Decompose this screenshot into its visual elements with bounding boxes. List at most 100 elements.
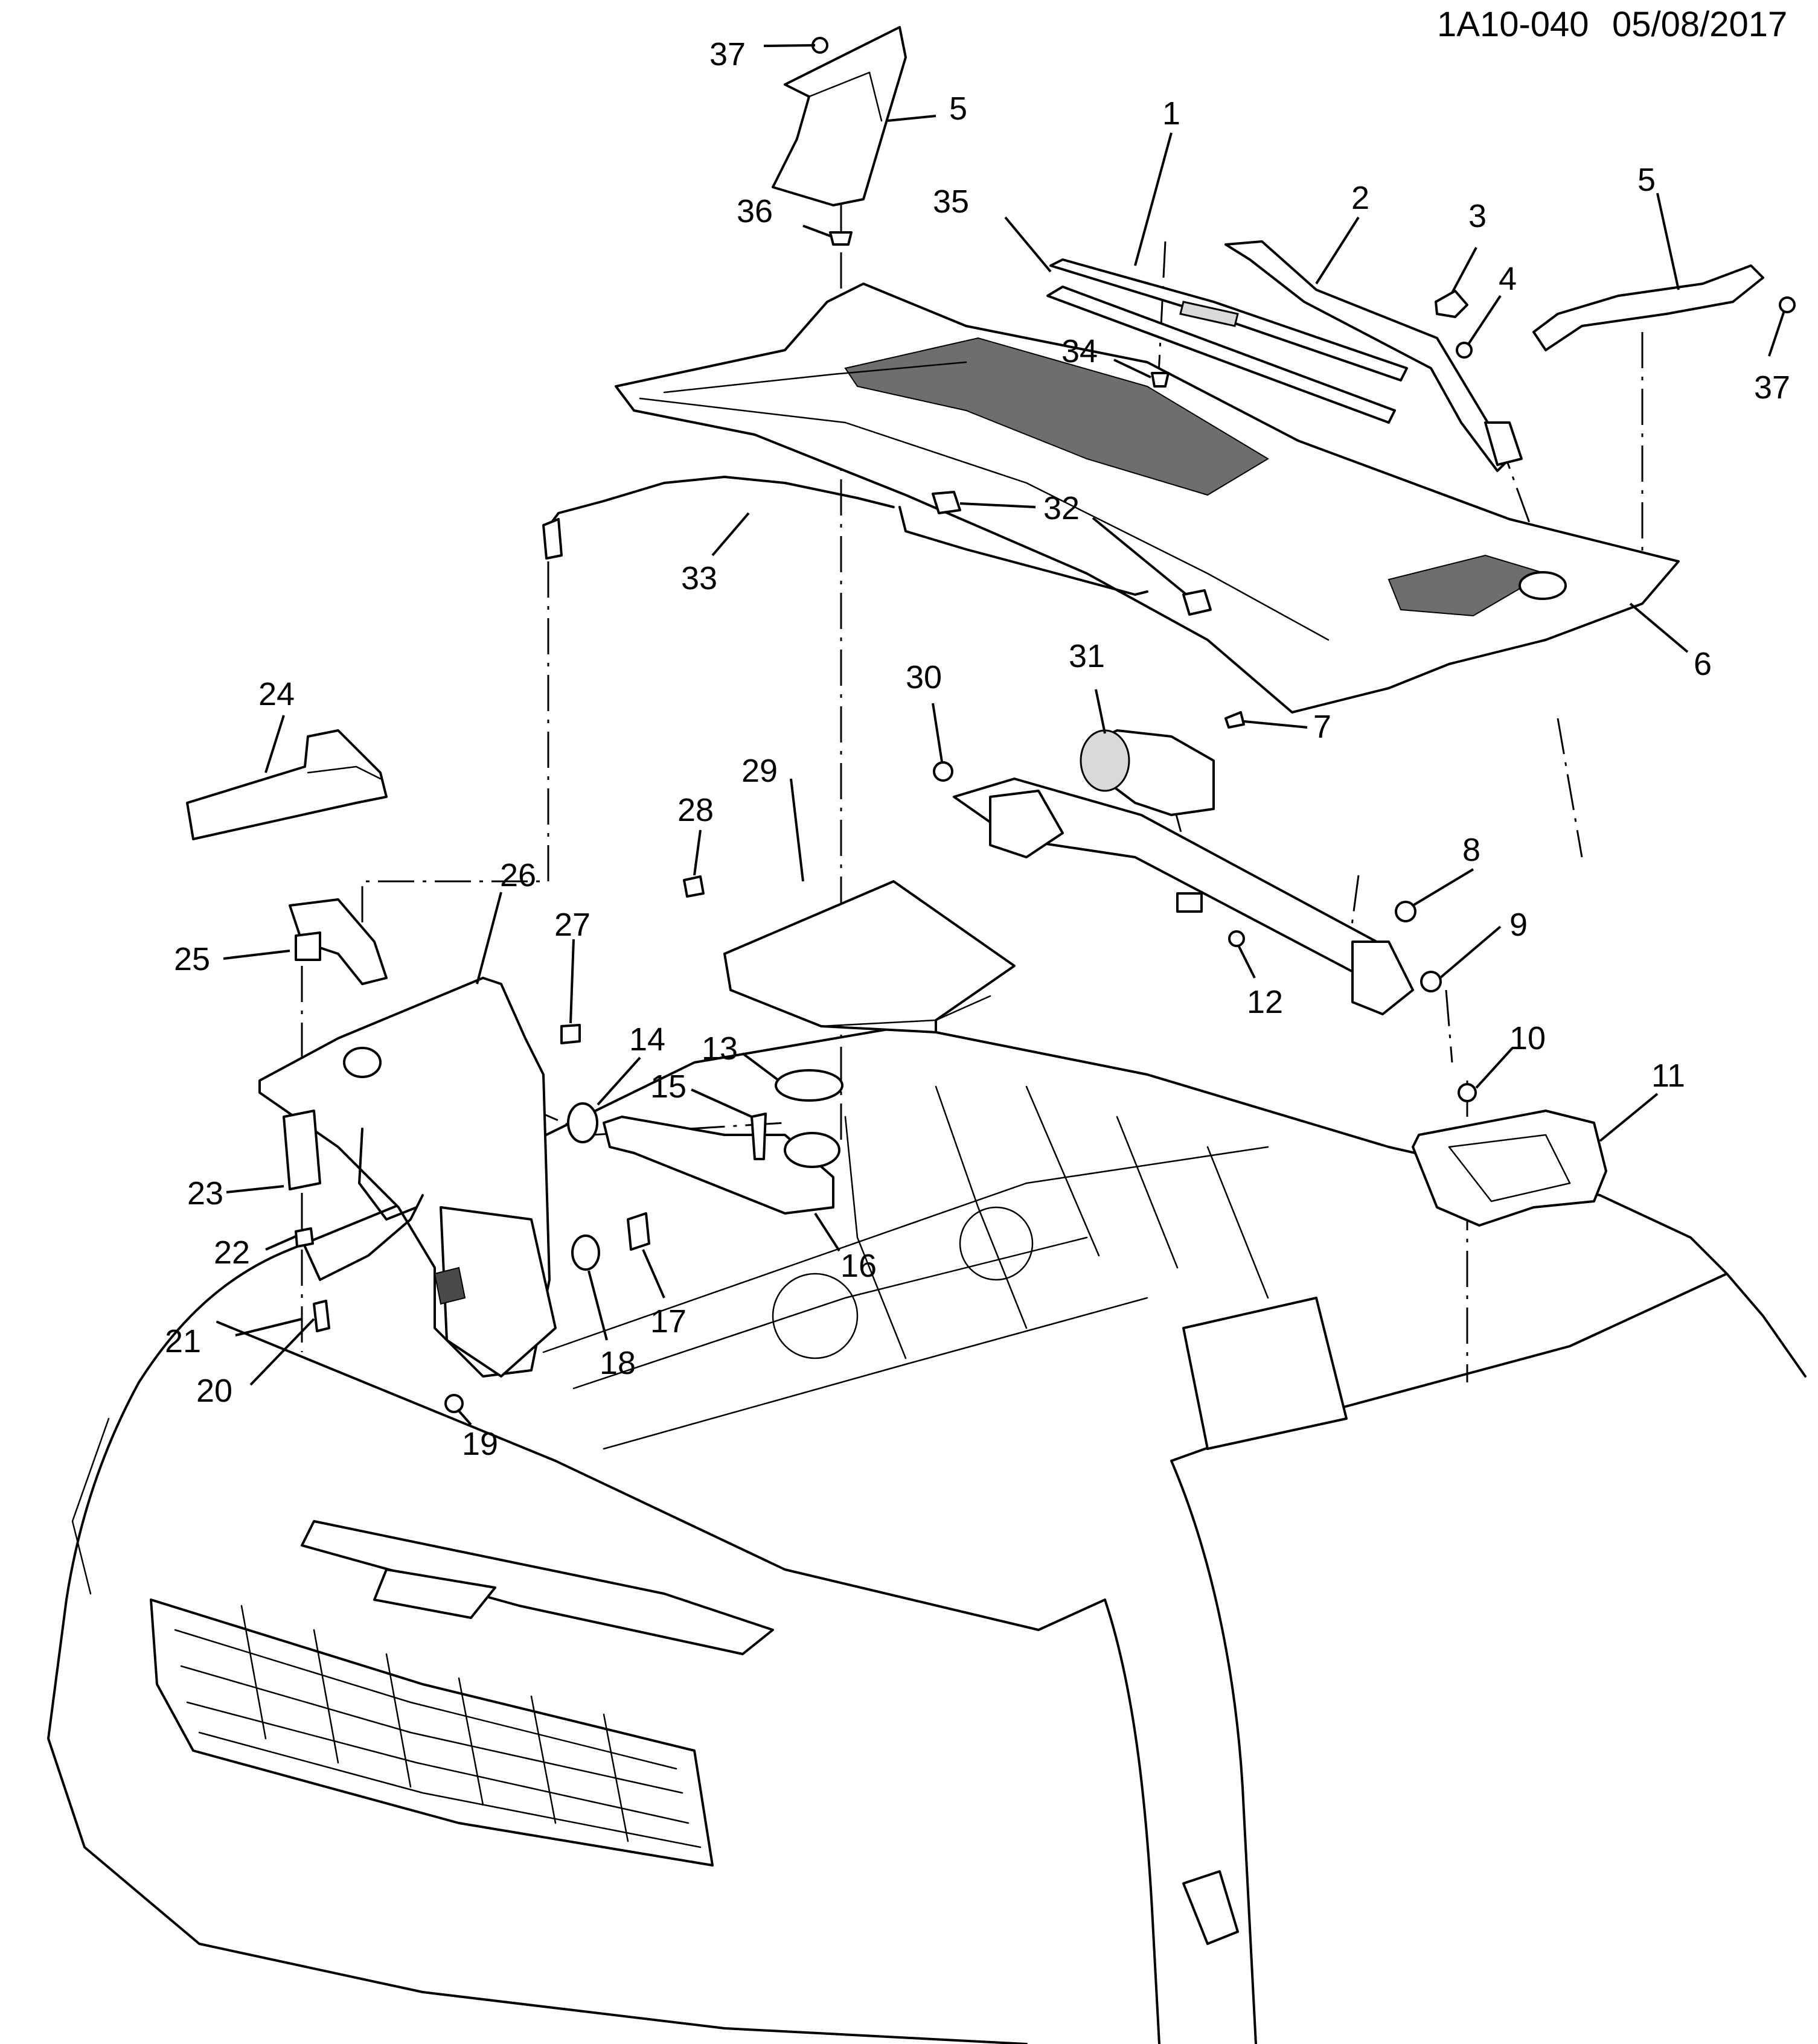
- callout-35: 35: [933, 184, 969, 220]
- callout-leader-lines: [223, 44, 1785, 1426]
- strut-tower-left: [772, 1273, 859, 1359]
- leader-32-left: [959, 502, 1036, 508]
- leader-22: [265, 1235, 296, 1251]
- wiper-module-left-pivot: [989, 790, 1064, 858]
- part-5-detail: [808, 71, 883, 122]
- callout-19: 19: [462, 1426, 498, 1462]
- callout-17: 17: [650, 1303, 687, 1340]
- callout-31: 31: [1069, 638, 1105, 674]
- callout-30: 30: [906, 659, 942, 695]
- callout-5-right: 5: [1637, 162, 1656, 198]
- callout-9: 9: [1509, 907, 1528, 943]
- part-20-hose-connector: [313, 1300, 330, 1332]
- part-26-filler-neck-hole: [343, 1047, 382, 1078]
- part-17-grommet: [627, 1212, 650, 1251]
- part-26-level-sensor: [434, 1266, 466, 1305]
- leader-26: [476, 892, 502, 985]
- leader-15: [691, 1088, 752, 1118]
- callout-22: 22: [214, 1234, 250, 1271]
- callout-7: 7: [1313, 709, 1331, 745]
- callout-21: 21: [165, 1323, 201, 1359]
- callout-2: 2: [1351, 180, 1369, 216]
- part-16-filler-neck: [603, 1116, 834, 1215]
- cowl-wiper-pivot-hole: [1519, 571, 1567, 600]
- callout-12: 12: [1247, 984, 1283, 1020]
- callout-34: 34: [1061, 333, 1098, 369]
- callout-18: 18: [600, 1345, 636, 1381]
- part-7-bolt: [1224, 711, 1245, 729]
- fender-front-line: [1104, 1598, 1160, 2044]
- leader-34: [1113, 359, 1151, 378]
- part-31-motor-can: [1080, 729, 1130, 792]
- part-1-wiper-blade-adapter: [1179, 301, 1239, 327]
- leader-17: [642, 1249, 665, 1298]
- callout-23: 23: [187, 1175, 223, 1212]
- callout-25: 25: [174, 941, 210, 977]
- callout-14: 14: [629, 1021, 665, 1058]
- bowtie-emblem: [373, 1568, 496, 1619]
- grille-slats: [174, 1629, 702, 1848]
- leader-30: [932, 703, 943, 762]
- leader-37-left: [763, 44, 816, 47]
- part-29-cowl-cover: [723, 880, 1016, 1033]
- leader-5-left: [887, 115, 936, 122]
- part-3-arm-nut-cover: [1435, 290, 1468, 318]
- callout-4: 4: [1499, 261, 1517, 297]
- leader-21: [235, 1318, 302, 1337]
- leader-11: [1599, 1093, 1659, 1142]
- grille-ribs: [240, 1605, 629, 1842]
- part-28-push-nut: [683, 875, 705, 898]
- part-34-push-pin: [1151, 372, 1170, 388]
- callout-37-left: 37: [709, 36, 746, 72]
- leader-37-right: [1768, 310, 1785, 357]
- front-fascia-outline: [47, 1381, 1028, 2044]
- part-27-grommet: [560, 1024, 581, 1044]
- hood-front-edge: [216, 1321, 1106, 1631]
- cowl-screen-mesh-right: [1388, 554, 1548, 617]
- leader-16: [814, 1212, 840, 1252]
- part-25-connector: [295, 931, 321, 961]
- leader-36: [802, 225, 833, 238]
- part-2-wiper-arm-head: [1484, 421, 1523, 466]
- leader-20: [249, 1318, 315, 1386]
- callout-26: 26: [500, 857, 536, 893]
- callout-36: 36: [737, 193, 773, 229]
- part-32-washer-nozzle-left: [932, 491, 961, 514]
- part-24-insulator: [186, 729, 388, 840]
- part-16-filler-neck-top: [784, 1132, 840, 1168]
- callout-16: 16: [840, 1248, 877, 1284]
- callout-24: 24: [258, 676, 295, 712]
- leader-28: [693, 829, 702, 876]
- drawing-reference: 1A10-040: [1437, 5, 1589, 44]
- leader-12: [1238, 946, 1256, 979]
- part-29-cowl-cover-edge: [820, 995, 991, 1027]
- part-13-filler-cap: [775, 1069, 843, 1102]
- part-36-push-pin: [829, 231, 853, 246]
- centerline-9-10: [1445, 989, 1453, 1063]
- part-33-washer-hose-branch: [898, 506, 1148, 596]
- leader-4: [1467, 295, 1502, 345]
- part-6-cowl-panel: [615, 283, 1680, 714]
- cowl-panel-ribs: [639, 361, 1330, 641]
- upper-grille: [301, 1520, 774, 1655]
- part-26-reservoir-lower: [440, 1206, 557, 1378]
- part-10-nut: [1458, 1083, 1477, 1102]
- callout-32: 32: [1043, 490, 1080, 526]
- part-24-insulator-edge: [307, 765, 382, 780]
- callout-28: 28: [677, 792, 714, 828]
- part-22-check-valve: [295, 1227, 314, 1248]
- callout-11: 11: [1651, 1058, 1685, 1094]
- leader-19: [456, 1408, 472, 1426]
- callout-5-left: 5: [949, 91, 967, 127]
- leader-1: [1134, 132, 1173, 266]
- wiper-module-grommet: [1176, 892, 1203, 913]
- callout-1: 1: [1162, 95, 1180, 132]
- side-marker: [1182, 1870, 1239, 1945]
- part-30-bolt: [933, 761, 953, 782]
- leader-23: [226, 1185, 284, 1193]
- leader-18: [587, 1270, 608, 1341]
- callout-29: 29: [741, 753, 778, 789]
- leader-9: [1439, 925, 1502, 979]
- leader-29: [790, 778, 804, 882]
- part-33-washer-hose: [548, 476, 895, 526]
